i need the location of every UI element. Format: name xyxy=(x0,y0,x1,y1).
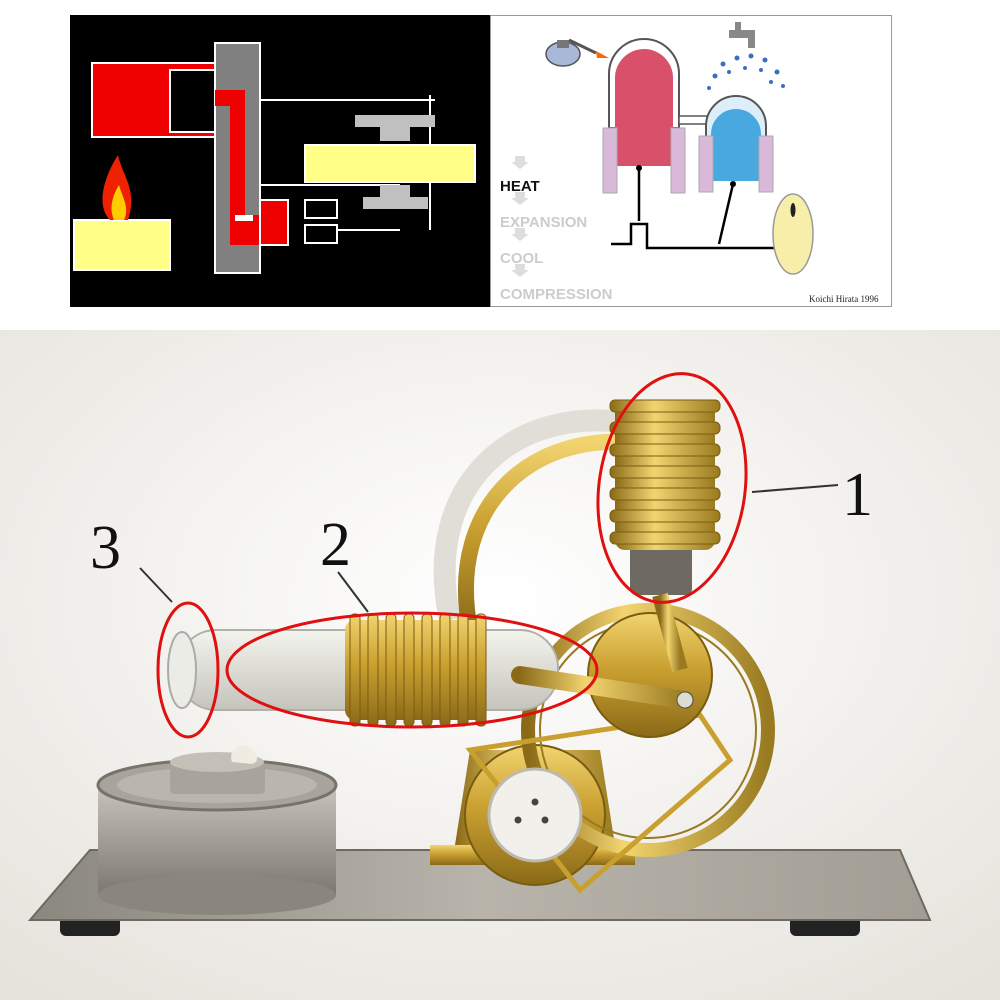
callout-number-1: 1 xyxy=(842,461,873,529)
pulley xyxy=(487,767,583,863)
pulley-pin-a xyxy=(531,798,539,806)
jacket-cold-left xyxy=(698,135,714,193)
flywheel-bottom xyxy=(363,197,428,209)
check-valve xyxy=(235,215,253,221)
crank-disk xyxy=(587,612,713,738)
power-piston-rod xyxy=(652,592,688,673)
wick xyxy=(231,745,258,764)
cycle-arrows xyxy=(511,156,529,277)
burner xyxy=(73,219,171,271)
flywheel xyxy=(772,193,814,275)
step-compression: COMPRESSION xyxy=(500,286,613,303)
cold-cylinder xyxy=(711,109,761,181)
piston-box-a xyxy=(304,199,338,219)
callout-number-2: 2 xyxy=(320,511,351,579)
engine-schematic xyxy=(70,15,490,307)
engine-photo-svg: 1 2 3 xyxy=(0,330,1000,1000)
flywheel-mark xyxy=(790,203,796,217)
faucet-icon xyxy=(729,22,755,48)
callout-ring-3 xyxy=(156,601,220,739)
cooling-fins-horizontal xyxy=(345,613,487,727)
pulley-pin-c xyxy=(541,816,549,824)
power-cylinder xyxy=(259,199,289,246)
flywheel-hub-bottom xyxy=(380,185,410,197)
flywheel-top xyxy=(355,115,435,127)
diagram-credit: Koichi Hirata 1996 xyxy=(809,294,879,304)
step-expansion: EXPANSION xyxy=(500,214,587,231)
alcohol-burner xyxy=(96,745,338,915)
crankshaft xyxy=(611,222,792,250)
hot-channel xyxy=(230,90,245,235)
step-cool: COOL xyxy=(500,250,543,267)
flywheel-hub-top xyxy=(380,127,410,141)
leader-line-1 xyxy=(751,484,839,493)
stirling-cycle-svg: HEAT EXPANSION COOL COMPRESSION Koichi H… xyxy=(500,22,879,304)
tube-opening xyxy=(167,631,197,709)
rod-cold xyxy=(717,183,735,245)
leader-line-2 xyxy=(337,571,369,613)
jacket-cold-right xyxy=(758,135,774,193)
callout-ring-1 xyxy=(596,372,748,604)
callout-ring-2 xyxy=(225,611,599,729)
flywheel-ring xyxy=(521,603,775,857)
step-heat: HEAT xyxy=(500,178,540,195)
engine-schematic-svg xyxy=(73,42,476,274)
heat-sink xyxy=(304,144,476,183)
flame-core xyxy=(111,185,127,220)
hot-cylinder xyxy=(615,49,673,166)
piston-box-b xyxy=(304,224,338,244)
water-drops xyxy=(707,53,785,90)
pulley-pin-b xyxy=(514,816,522,824)
callout-number-3: 3 xyxy=(90,514,121,582)
jacket-left xyxy=(602,127,618,194)
cooling-fins-vertical xyxy=(609,399,721,673)
engine-photo: 1 2 3 xyxy=(0,330,1000,1000)
hot-piston xyxy=(169,69,216,133)
torch-icon xyxy=(545,38,609,67)
stirling-cycle-diagram: HEAT EXPANSION COOL COMPRESSION Koichi H… xyxy=(490,15,892,307)
leader-line-3 xyxy=(139,567,173,603)
jacket-mid xyxy=(670,127,686,194)
connecting-rod xyxy=(511,666,694,709)
silicone-tube xyxy=(433,409,643,623)
crank-pin xyxy=(676,691,694,709)
